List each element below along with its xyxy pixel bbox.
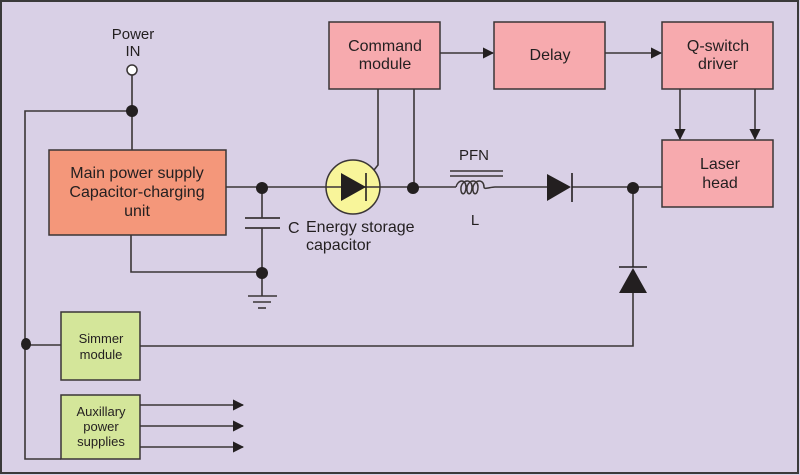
laser-head-label-2: head — [702, 175, 738, 192]
main-power-supply-label-1: Main power supply — [70, 165, 203, 182]
junction-dot — [126, 105, 138, 117]
delay-block: Delay — [493, 21, 606, 90]
command-module-block: Command module — [328, 21, 441, 90]
simmer-diode-icon — [619, 266, 647, 293]
main-power-supply-block: Main power supply Capacitor-charging uni… — [48, 149, 227, 236]
q-switch-driver-block: Q-switch driver — [661, 21, 774, 90]
junction-dot — [21, 338, 31, 350]
inductor-l-label: L — [471, 212, 479, 229]
simmer-module-label-1: Simmer — [79, 331, 124, 346]
command-module-label-1: Command — [348, 38, 422, 55]
aux-label-2: power — [83, 419, 119, 434]
main-power-supply-label-3: unit — [124, 203, 150, 220]
wire-left-bus — [24, 110, 132, 460]
thyristor-icon — [325, 159, 381, 215]
power-in-terminal — [126, 64, 138, 76]
junctions — [21, 105, 639, 350]
aux-label-1: Auxillary — [76, 404, 126, 419]
q-switch-label-2: driver — [698, 56, 739, 73]
power-in-label-2: IN — [126, 43, 141, 60]
energy-storage-label-2: capacitor — [306, 237, 372, 254]
command-module-label-2: module — [359, 56, 412, 73]
capacitor-icon — [245, 217, 280, 229]
delay-label: Delay — [530, 47, 571, 64]
junction-dot — [256, 267, 268, 279]
main-power-supply-label-2: Capacitor-charging — [69, 184, 204, 201]
capacitor-c-label: C — [288, 220, 300, 237]
simmer-module-label-2: module — [80, 347, 123, 362]
energy-storage-label-1: Energy storage — [306, 219, 415, 236]
aux-label-3: supplies — [77, 434, 125, 449]
junction-dot — [627, 182, 639, 194]
auxiliary-power-supplies-block: Auxillary power supplies — [60, 394, 141, 460]
simmer-module-block: Simmer module — [60, 311, 141, 381]
wire-main-return — [130, 235, 262, 273]
ground-icon — [248, 295, 277, 309]
junction-dot — [256, 182, 268, 194]
power-in-label-1: Power — [112, 26, 155, 43]
laser-head-block: Laser head — [661, 139, 774, 208]
inductor-icon — [450, 170, 503, 195]
pfn-label: PFN — [459, 147, 489, 164]
wires — [24, 47, 761, 460]
laser-head-label-1: Laser — [700, 156, 741, 173]
q-switch-label-1: Q-switch — [687, 38, 749, 55]
diode-icon — [547, 173, 573, 202]
junction-dot — [407, 182, 419, 194]
wire-simmer-out — [140, 293, 634, 347]
